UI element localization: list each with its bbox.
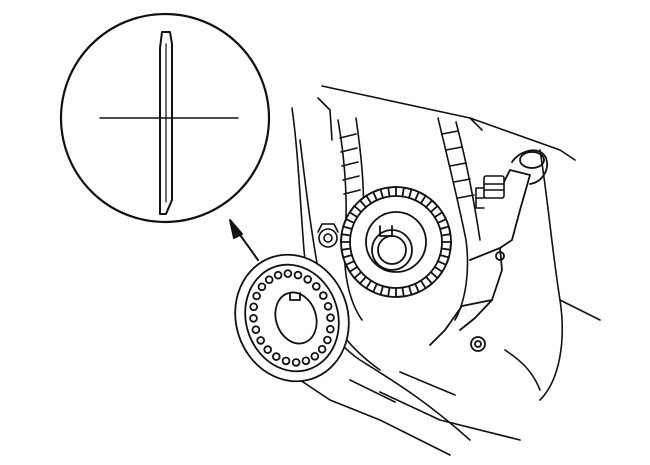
pulse-plate-icon — [234, 253, 350, 383]
plate-hole — [256, 336, 266, 345]
plate-hole — [311, 282, 321, 291]
plate-hole — [323, 301, 333, 311]
gear-tooth — [429, 266, 444, 279]
bolt-icon — [317, 223, 339, 248]
plate-hole — [303, 275, 313, 284]
plate-hole — [325, 324, 335, 334]
plate-hole — [318, 291, 328, 300]
gear-tooth — [359, 194, 372, 209]
timing-gear-icon — [340, 186, 452, 298]
gear-tooth — [420, 275, 433, 290]
plate-hole — [281, 356, 291, 366]
gear-tooth — [425, 199, 439, 213]
gear-tooth — [340, 233, 352, 243]
gear-tooth — [379, 285, 391, 298]
plate-hole — [271, 352, 281, 361]
plate-hole — [263, 345, 273, 354]
gear-tooth — [365, 279, 378, 293]
pointer-arrow-icon — [229, 219, 259, 261]
gear-tooth — [440, 241, 452, 251]
plate-hole — [326, 313, 335, 323]
gear-tooth — [372, 188, 384, 202]
gear-tooth — [439, 225, 452, 237]
gear-tooth — [433, 211, 447, 224]
plate-hole — [251, 325, 261, 335]
gear-tooth — [408, 282, 420, 296]
plate-hole — [293, 270, 303, 280]
gear-tooth — [401, 186, 413, 199]
gear-tooth — [342, 218, 356, 230]
gear-tooth — [395, 286, 405, 298]
plate-hole — [264, 275, 274, 285]
sensor-bolt-icon — [475, 175, 505, 209]
plate-hole — [283, 269, 293, 278]
gear-tooth — [353, 271, 367, 285]
magnifier-inset — [59, 12, 271, 224]
gear-tooth — [414, 191, 427, 205]
engine-block-outline — [291, 85, 601, 456]
gear-tooth — [340, 247, 353, 259]
gear-tooth — [387, 186, 397, 198]
plate-hole — [291, 358, 301, 367]
gear-tooth — [348, 205, 363, 218]
plate-hole — [273, 270, 283, 280]
sensor-bracket — [429, 149, 548, 352]
plate-hole — [310, 351, 320, 361]
gear-tooth — [345, 260, 359, 273]
plate-hole — [252, 291, 261, 301]
plate-hole — [317, 344, 327, 354]
gear-tooth — [436, 254, 450, 266]
plate-hole — [257, 282, 267, 292]
plate-hole — [249, 313, 258, 323]
plate-hole — [249, 302, 259, 312]
plate-hole — [323, 335, 332, 345]
plate-hole — [301, 356, 311, 366]
